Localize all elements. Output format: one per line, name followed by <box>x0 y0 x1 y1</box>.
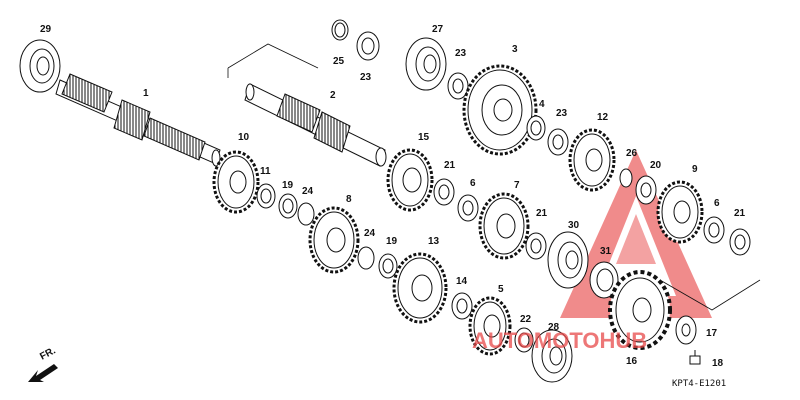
part-label-31: 31 <box>600 246 612 257</box>
part-label-28: 28 <box>548 322 560 333</box>
gear-13 <box>392 252 448 324</box>
gear-10 <box>212 150 260 214</box>
washer-23a <box>356 31 380 61</box>
washer-20 <box>635 175 657 205</box>
part-label-8: 8 <box>346 194 352 205</box>
part-label-7: 7 <box>514 180 520 191</box>
part-label-19a: 19 <box>282 180 294 191</box>
part-label-29: 29 <box>40 24 52 35</box>
gear-5 <box>468 296 512 356</box>
part-label-18: 18 <box>712 358 724 369</box>
circlip-25 <box>331 19 349 41</box>
bushing-14 <box>451 292 473 320</box>
front-marker-label: FR. <box>38 345 58 362</box>
part-label-21b: 21 <box>536 208 548 219</box>
part-label-3: 3 <box>512 44 518 55</box>
part-label-30: 30 <box>568 220 580 231</box>
bearing-29 <box>19 39 61 93</box>
gear-3 <box>462 64 538 156</box>
sprocket-16 <box>608 270 672 350</box>
bushing-11 <box>256 183 276 209</box>
part-label-16: 16 <box>626 356 638 367</box>
part-label-6b: 6 <box>714 198 720 209</box>
gear-9 <box>656 180 704 244</box>
part-label-26: 26 <box>626 148 638 159</box>
bushing-4 <box>526 115 546 141</box>
gear-12 <box>568 128 616 192</box>
part-label-20: 20 <box>650 160 662 171</box>
diagram-code: KPT4-E1201 <box>672 379 726 389</box>
part-label-19b: 19 <box>386 236 398 247</box>
part-label-9: 9 <box>692 164 698 175</box>
part-label-22: 22 <box>520 314 532 325</box>
part-label-12: 12 <box>597 112 609 123</box>
gear-7 <box>478 192 530 260</box>
part-label-15: 15 <box>418 132 430 143</box>
part-label-14: 14 <box>456 276 468 287</box>
part-label-27: 27 <box>432 24 444 35</box>
guide-lines <box>227 43 761 311</box>
part-label-21a: 21 <box>444 160 456 171</box>
bearing-30 <box>547 231 589 289</box>
part-label-24a: 24 <box>302 186 314 197</box>
part-label-23a: 23 <box>360 72 372 83</box>
part-label-2: 2 <box>330 90 336 101</box>
bolt-18 <box>689 350 701 365</box>
front-arrow-icon <box>28 364 58 382</box>
seal-31 <box>589 261 619 299</box>
part-labels: 29 1 25 23 27 23 3 2 4 23 12 10 15 26 20… <box>40 24 746 369</box>
part-label-5: 5 <box>498 284 504 295</box>
circlip-26 <box>619 168 633 188</box>
washer-21a <box>433 178 455 206</box>
bearing-27 <box>405 37 447 91</box>
part-label-25: 25 <box>333 56 345 67</box>
gear-8 <box>308 206 360 274</box>
washer-21c <box>729 228 751 256</box>
part-label-17: 17 <box>706 328 718 339</box>
bearing-28 <box>531 329 573 383</box>
bushing-6a <box>457 194 479 222</box>
part-label-10: 10 <box>238 132 250 143</box>
part-label-21c: 21 <box>734 208 746 219</box>
washer-21b <box>525 232 547 260</box>
part-label-23c: 23 <box>556 108 568 119</box>
washer-19b <box>378 253 398 279</box>
part-label-6a: 6 <box>470 178 476 189</box>
bushing-6b <box>703 216 725 244</box>
part-label-4: 4 <box>539 99 545 110</box>
main-shaft <box>55 73 221 167</box>
plate-17 <box>675 315 697 345</box>
gear-15 <box>386 148 434 212</box>
part-label-13: 13 <box>428 236 440 247</box>
washer-22 <box>514 327 534 353</box>
washer-23b <box>447 72 469 100</box>
counter-shaft <box>244 83 387 167</box>
part-label-11: 11 <box>260 166 271 177</box>
part-label-1: 1 <box>143 88 149 99</box>
watermark-text: AUTOMOTOHUB <box>472 328 647 353</box>
circlip-24b <box>357 246 375 270</box>
part-label-23b: 23 <box>455 48 467 59</box>
circlip-24a <box>297 202 315 226</box>
washer-19a <box>278 193 298 219</box>
part-label-24b: 24 <box>364 228 376 239</box>
washer-23c <box>547 128 569 156</box>
